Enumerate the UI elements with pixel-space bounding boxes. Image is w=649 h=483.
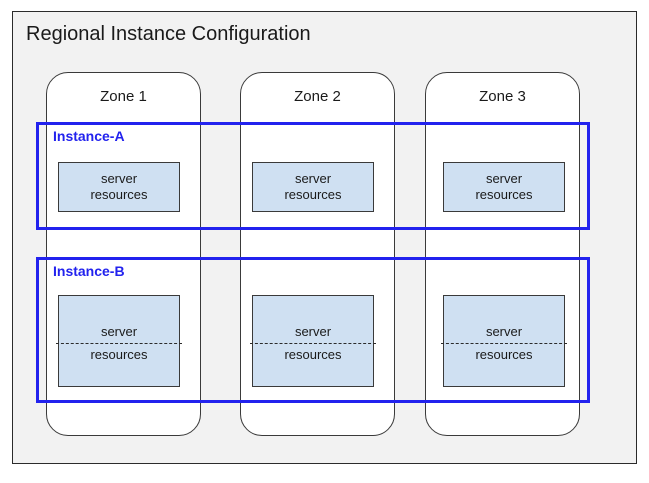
- resource-split-divider: [250, 343, 376, 344]
- resource-box-b-zone2[interactable]: server resources: [250, 295, 376, 387]
- zone-label-1: Zone 1: [100, 88, 147, 105]
- resource-box-a-zone1[interactable]: server resources: [58, 162, 180, 212]
- instance-group-b[interactable]: [36, 257, 590, 403]
- resource-line-secondary: resources: [90, 347, 148, 362]
- resource-line-secondary: resources: [475, 187, 533, 202]
- resource-line-primary: server: [485, 324, 523, 339]
- resource-box-b-zone3[interactable]: server resources: [441, 295, 567, 387]
- resource-split-divider: [56, 343, 182, 344]
- resource-line-primary: server: [100, 324, 138, 339]
- resource-split-divider: [441, 343, 567, 344]
- resource-line-primary: server: [294, 324, 332, 339]
- instance-label-a: Instance-A: [53, 128, 125, 144]
- resource-box-b-zone1[interactable]: server resources: [56, 295, 182, 387]
- page-title: Regional Instance Configuration: [26, 23, 311, 45]
- resource-line-secondary: resources: [284, 347, 342, 362]
- resource-line-secondary: resources: [90, 187, 148, 202]
- resource-line-secondary: resources: [475, 347, 533, 362]
- resource-box-a-zone3[interactable]: server resources: [443, 162, 565, 212]
- instance-label-b: Instance-B: [53, 263, 125, 279]
- zone-label-2: Zone 2: [294, 88, 341, 105]
- resource-line-primary: server: [485, 171, 523, 186]
- instance-group-a[interactable]: [36, 122, 590, 230]
- resource-line-secondary: resources: [284, 187, 342, 202]
- resource-line-primary: server: [294, 171, 332, 186]
- resource-line-primary: server: [100, 171, 138, 186]
- zone-label-3: Zone 3: [479, 88, 526, 105]
- resource-box-a-zone2[interactable]: server resources: [252, 162, 374, 212]
